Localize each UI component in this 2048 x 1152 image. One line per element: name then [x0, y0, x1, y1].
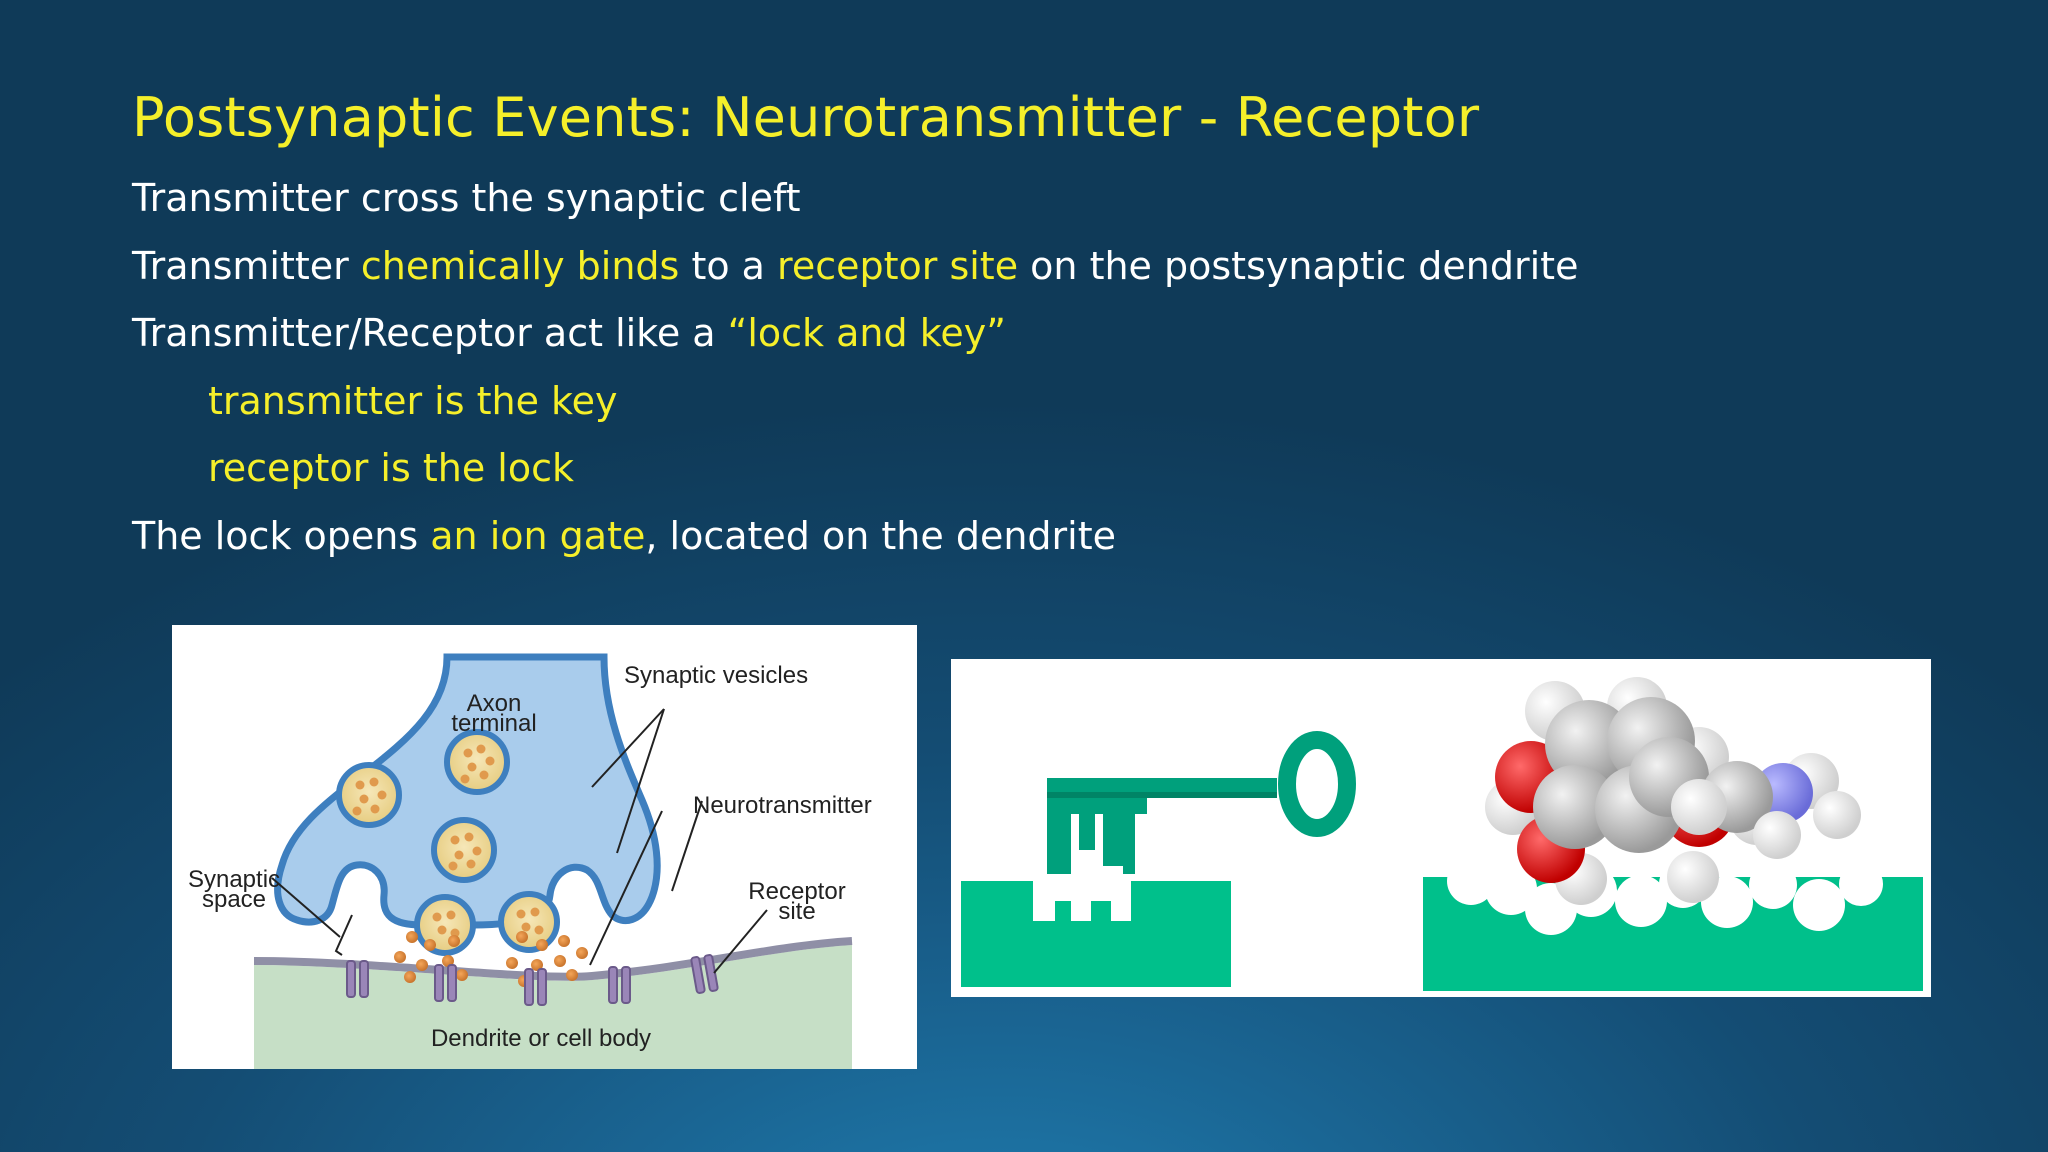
lock-and-key-diagram — [951, 659, 1931, 997]
bullet-sub-item: receptor is the lock — [132, 440, 1578, 508]
lock-and-key-illustration — [961, 677, 1923, 991]
vesicle-contents — [352, 744, 544, 938]
bullet-highlight: transmitter is the key — [208, 378, 618, 423]
bullet-text: to a — [679, 243, 778, 288]
bullet-item: The lock opens an ion gate, located on t… — [132, 508, 1578, 576]
label-receptor-site-1: Receptor — [748, 878, 845, 905]
bullet-text: Transmitter cross the synaptic cleft — [132, 176, 801, 220]
bullet-text: Transmitter/Receptor act like a — [132, 311, 728, 355]
vesicle-group — [336, 729, 560, 956]
slide-title: Postsynaptic Events: Neurotransmitter - … — [132, 86, 1480, 149]
label-dendrite: Dendrite or cell body — [431, 1025, 651, 1052]
bullet-text: The lock opens — [132, 513, 431, 558]
key-icon — [1047, 731, 1356, 874]
bullet-highlight: “lock and key” — [727, 311, 1006, 355]
leader-lines — [271, 708, 768, 974]
bullet-highlight: receptor is the lock — [208, 446, 574, 490]
bullet-item: Transmitter/Receptor act like a “lock an… — [132, 305, 1578, 373]
bullet-list: Transmitter cross the synaptic cleft Tra… — [132, 170, 1578, 575]
synapse-illustration: Axon terminal Synaptic vesicles Neurotra… — [188, 653, 872, 1069]
label-synaptic-vesicles: Synaptic vesicles — [624, 662, 808, 689]
bullet-highlight: an ion gate — [430, 513, 646, 558]
label-axon-terminal-2: terminal — [451, 710, 536, 737]
bullet-sub-item: transmitter is the key — [132, 373, 1578, 441]
label-axon-terminal-1: Axon — [467, 690, 522, 717]
bullet-highlight: chemically binds — [360, 243, 680, 288]
label-receptor-site-2: site — [778, 898, 815, 925]
synapse-diagram: Axon terminal Synaptic vesicles Neurotra… — [172, 625, 917, 1069]
bullet-highlight: receptor site — [777, 243, 1019, 288]
label-neurotransmitter: Neurotransmitter — [693, 792, 872, 819]
lock-block — [961, 881, 1231, 987]
bullet-item: Transmitter cross the synaptic cleft — [132, 170, 1578, 238]
bullet-item: Transmitter chemically binds to a recept… — [132, 238, 1578, 306]
label-synaptic-space-2: space — [202, 886, 266, 913]
molecule-icon — [1485, 677, 1861, 905]
bullet-text: on the postsynaptic dendrite — [1018, 243, 1579, 288]
label-synaptic-space-1: Synaptic — [188, 866, 280, 893]
bullet-text: Transmitter — [132, 243, 361, 288]
bullet-text: , located on the dendrite — [645, 513, 1116, 558]
neurotransmitter-dots — [394, 931, 588, 987]
